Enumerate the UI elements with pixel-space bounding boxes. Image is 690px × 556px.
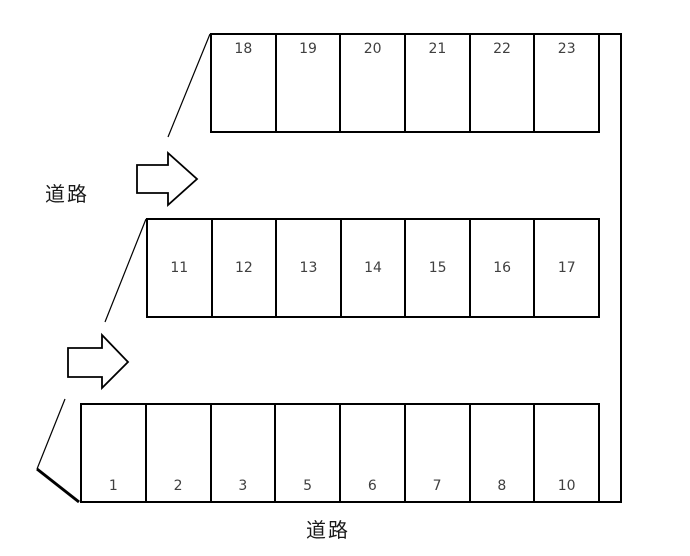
- space-number: 21: [428, 41, 447, 57]
- space-number: 7: [432, 478, 442, 494]
- parking-space: 12: [213, 220, 278, 316]
- space-number: 10: [557, 478, 576, 494]
- road-label-left: 道路: [45, 182, 89, 206]
- parking-space: 17: [535, 220, 598, 316]
- parking-space: 15: [406, 220, 471, 316]
- parking-row-top: 18 19 20 21 22 23: [210, 33, 600, 133]
- parking-space: 16: [471, 220, 536, 316]
- parking-space: 22: [471, 35, 536, 131]
- parking-space: 2: [147, 405, 212, 501]
- parking-row-bottom: 1 2 3 5 6 7 8 10: [80, 403, 600, 503]
- space-number: 3: [238, 478, 248, 494]
- parking-space: 11: [148, 220, 213, 316]
- space-number: 11: [170, 260, 189, 276]
- parking-space: 1: [82, 405, 147, 501]
- parking-space: 13: [277, 220, 342, 316]
- right-arrow-icon: [136, 150, 199, 208]
- space-number: 17: [557, 260, 576, 276]
- space-number: 6: [367, 478, 377, 494]
- parking-space: 8: [471, 405, 536, 501]
- entrance-line-bottom-thick: [36, 467, 80, 504]
- space-number: 20: [363, 41, 382, 57]
- parking-space: 14: [342, 220, 407, 316]
- parking-space: 7: [406, 405, 471, 501]
- entrance-line-middle-row: [104, 218, 147, 323]
- space-number: 18: [234, 41, 253, 57]
- space-number: 2: [173, 478, 183, 494]
- parking-space: 6: [341, 405, 406, 501]
- space-number: 1: [108, 478, 118, 494]
- space-number: 14: [364, 260, 382, 276]
- right-boundary-line: [598, 33, 622, 503]
- parking-space: 3: [212, 405, 277, 501]
- parking-space: 10: [535, 405, 598, 501]
- parking-space: 18: [212, 35, 277, 131]
- space-number: 15: [428, 260, 447, 276]
- space-number: 12: [234, 260, 253, 276]
- space-number: 19: [299, 41, 317, 57]
- parking-row-middle: 11 12 13 14 15 16 17: [146, 218, 600, 318]
- space-number: 8: [497, 478, 507, 494]
- entrance-line-top-row: [167, 33, 211, 138]
- road-label-bottom: 道路: [306, 518, 350, 542]
- space-number: 16: [493, 260, 512, 276]
- right-arrow-icon: [67, 332, 130, 391]
- parking-space: 21: [406, 35, 471, 131]
- space-number: 22: [493, 41, 511, 57]
- parking-space: 5: [276, 405, 341, 501]
- space-number: 13: [299, 260, 318, 276]
- space-number: 23: [557, 41, 576, 57]
- parking-space: 20: [341, 35, 407, 131]
- entrance-line-bottom-row: [36, 398, 66, 470]
- parking-space: 19: [277, 35, 342, 131]
- parking-space: 23: [535, 35, 598, 131]
- space-number: 5: [303, 478, 313, 494]
